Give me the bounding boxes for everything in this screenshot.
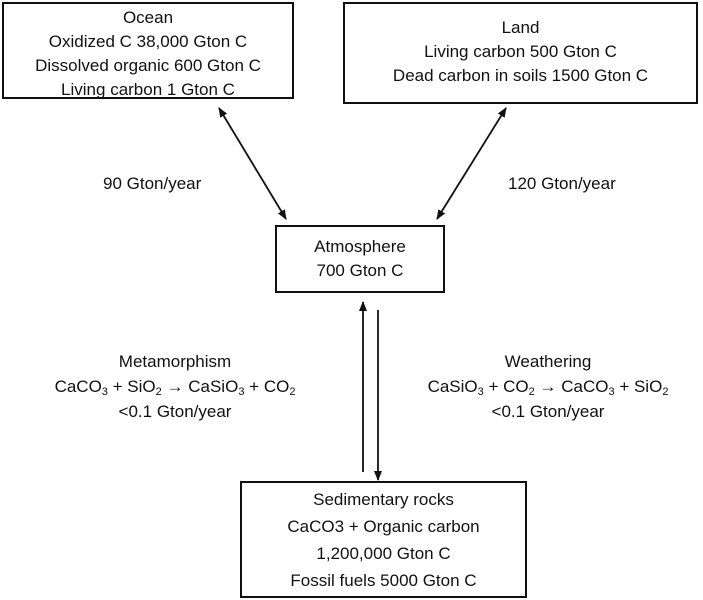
ocean-line: Living carbon 1 Gton C [61,80,235,99]
sedimentary-rocks-line: 1,200,000 Gton C [316,544,451,563]
reaction-arrow-icon: → [539,377,557,396]
atmosphere-line: 700 Gton C [316,261,404,280]
atmosphere-title: Atmosphere [314,237,406,256]
weathering-rate: <0.1 Gton/year [491,402,605,421]
land-atmosphere-arrow [436,107,507,220]
sedimentary-rocks-title: Sedimentary rocks [313,490,454,509]
metamorphism-rate: <0.1 Gton/year [118,402,232,421]
ocean-box: Ocean Oxidized C 38,000 Gton C Dissolved… [2,2,294,99]
metamorphism-title: Metamorphism [118,352,232,371]
land-line: Living carbon 500 Gton C [424,42,617,61]
ocean-title: Ocean [122,8,174,27]
reaction-arrow-icon: → [166,377,184,396]
weathering-equation: CaSiO3 + CO2 → CaCO3 + SiO2 [427,377,669,398]
ocean-flux-label: 90 Gton/year [103,174,202,193]
sedimentary-rocks-line: CaCO3 + Organic carbon [287,517,480,536]
land-line: Dead carbon in soils 1500 Gton C [392,66,649,85]
ocean-line: Dissolved organic 600 Gton C [35,56,261,75]
sedimentary-rocks-line: Fossil fuels 5000 Gton C [290,571,477,590]
weathering-label-group: Weathering CaSiO3 + CO2 → CaCO3 + SiO2 <… [398,349,698,424]
ocean-line: Oxidized C 38,000 Gton C [48,32,248,51]
weathering-title: Weathering [504,352,592,371]
land-title: Land [501,18,540,37]
atmosphere-box: Atmosphere 700 Gton C [275,225,445,293]
metamorphism-label-group: Metamorphism CaCO3 + SiO2 → CaSiO3 + CO2… [10,349,340,424]
land-flux-label: 120 Gton/year [508,174,616,193]
land-box: Land Living carbon 500 Gton C Dead carbo… [343,2,698,104]
sedimentary-rocks-box: Sedimentary rocks CaCO3 + Organic carbon… [240,481,527,598]
metamorphism-equation: CaCO3 + SiO2 → CaSiO3 + CO2 [54,377,296,398]
ocean-atmosphere-arrow [218,107,287,220]
